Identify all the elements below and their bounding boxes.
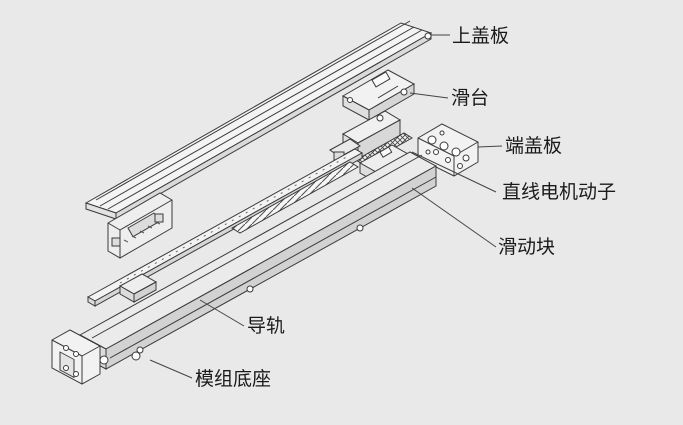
leader-lines: [149, 34, 503, 379]
module-base: [51, 151, 438, 385]
front-stop-block: [118, 273, 158, 303]
top-cover-plate: [84, 20, 433, 259]
label-module-base: 模组底座: [195, 368, 272, 390]
label-linear-motor-mover: 直线电机动子: [502, 181, 617, 203]
label-slide-table: 滑台: [451, 87, 490, 109]
end-cover-plate: [417, 123, 479, 177]
slide-table: [341, 69, 416, 121]
label-top-cover: 上盖板: [452, 25, 510, 47]
label-end-cover: 端盖板: [505, 135, 563, 157]
label-slider-block: 滑动块: [498, 236, 556, 258]
label-guide-rail: 导轨: [247, 315, 286, 337]
magnet-strip: [86, 148, 364, 307]
